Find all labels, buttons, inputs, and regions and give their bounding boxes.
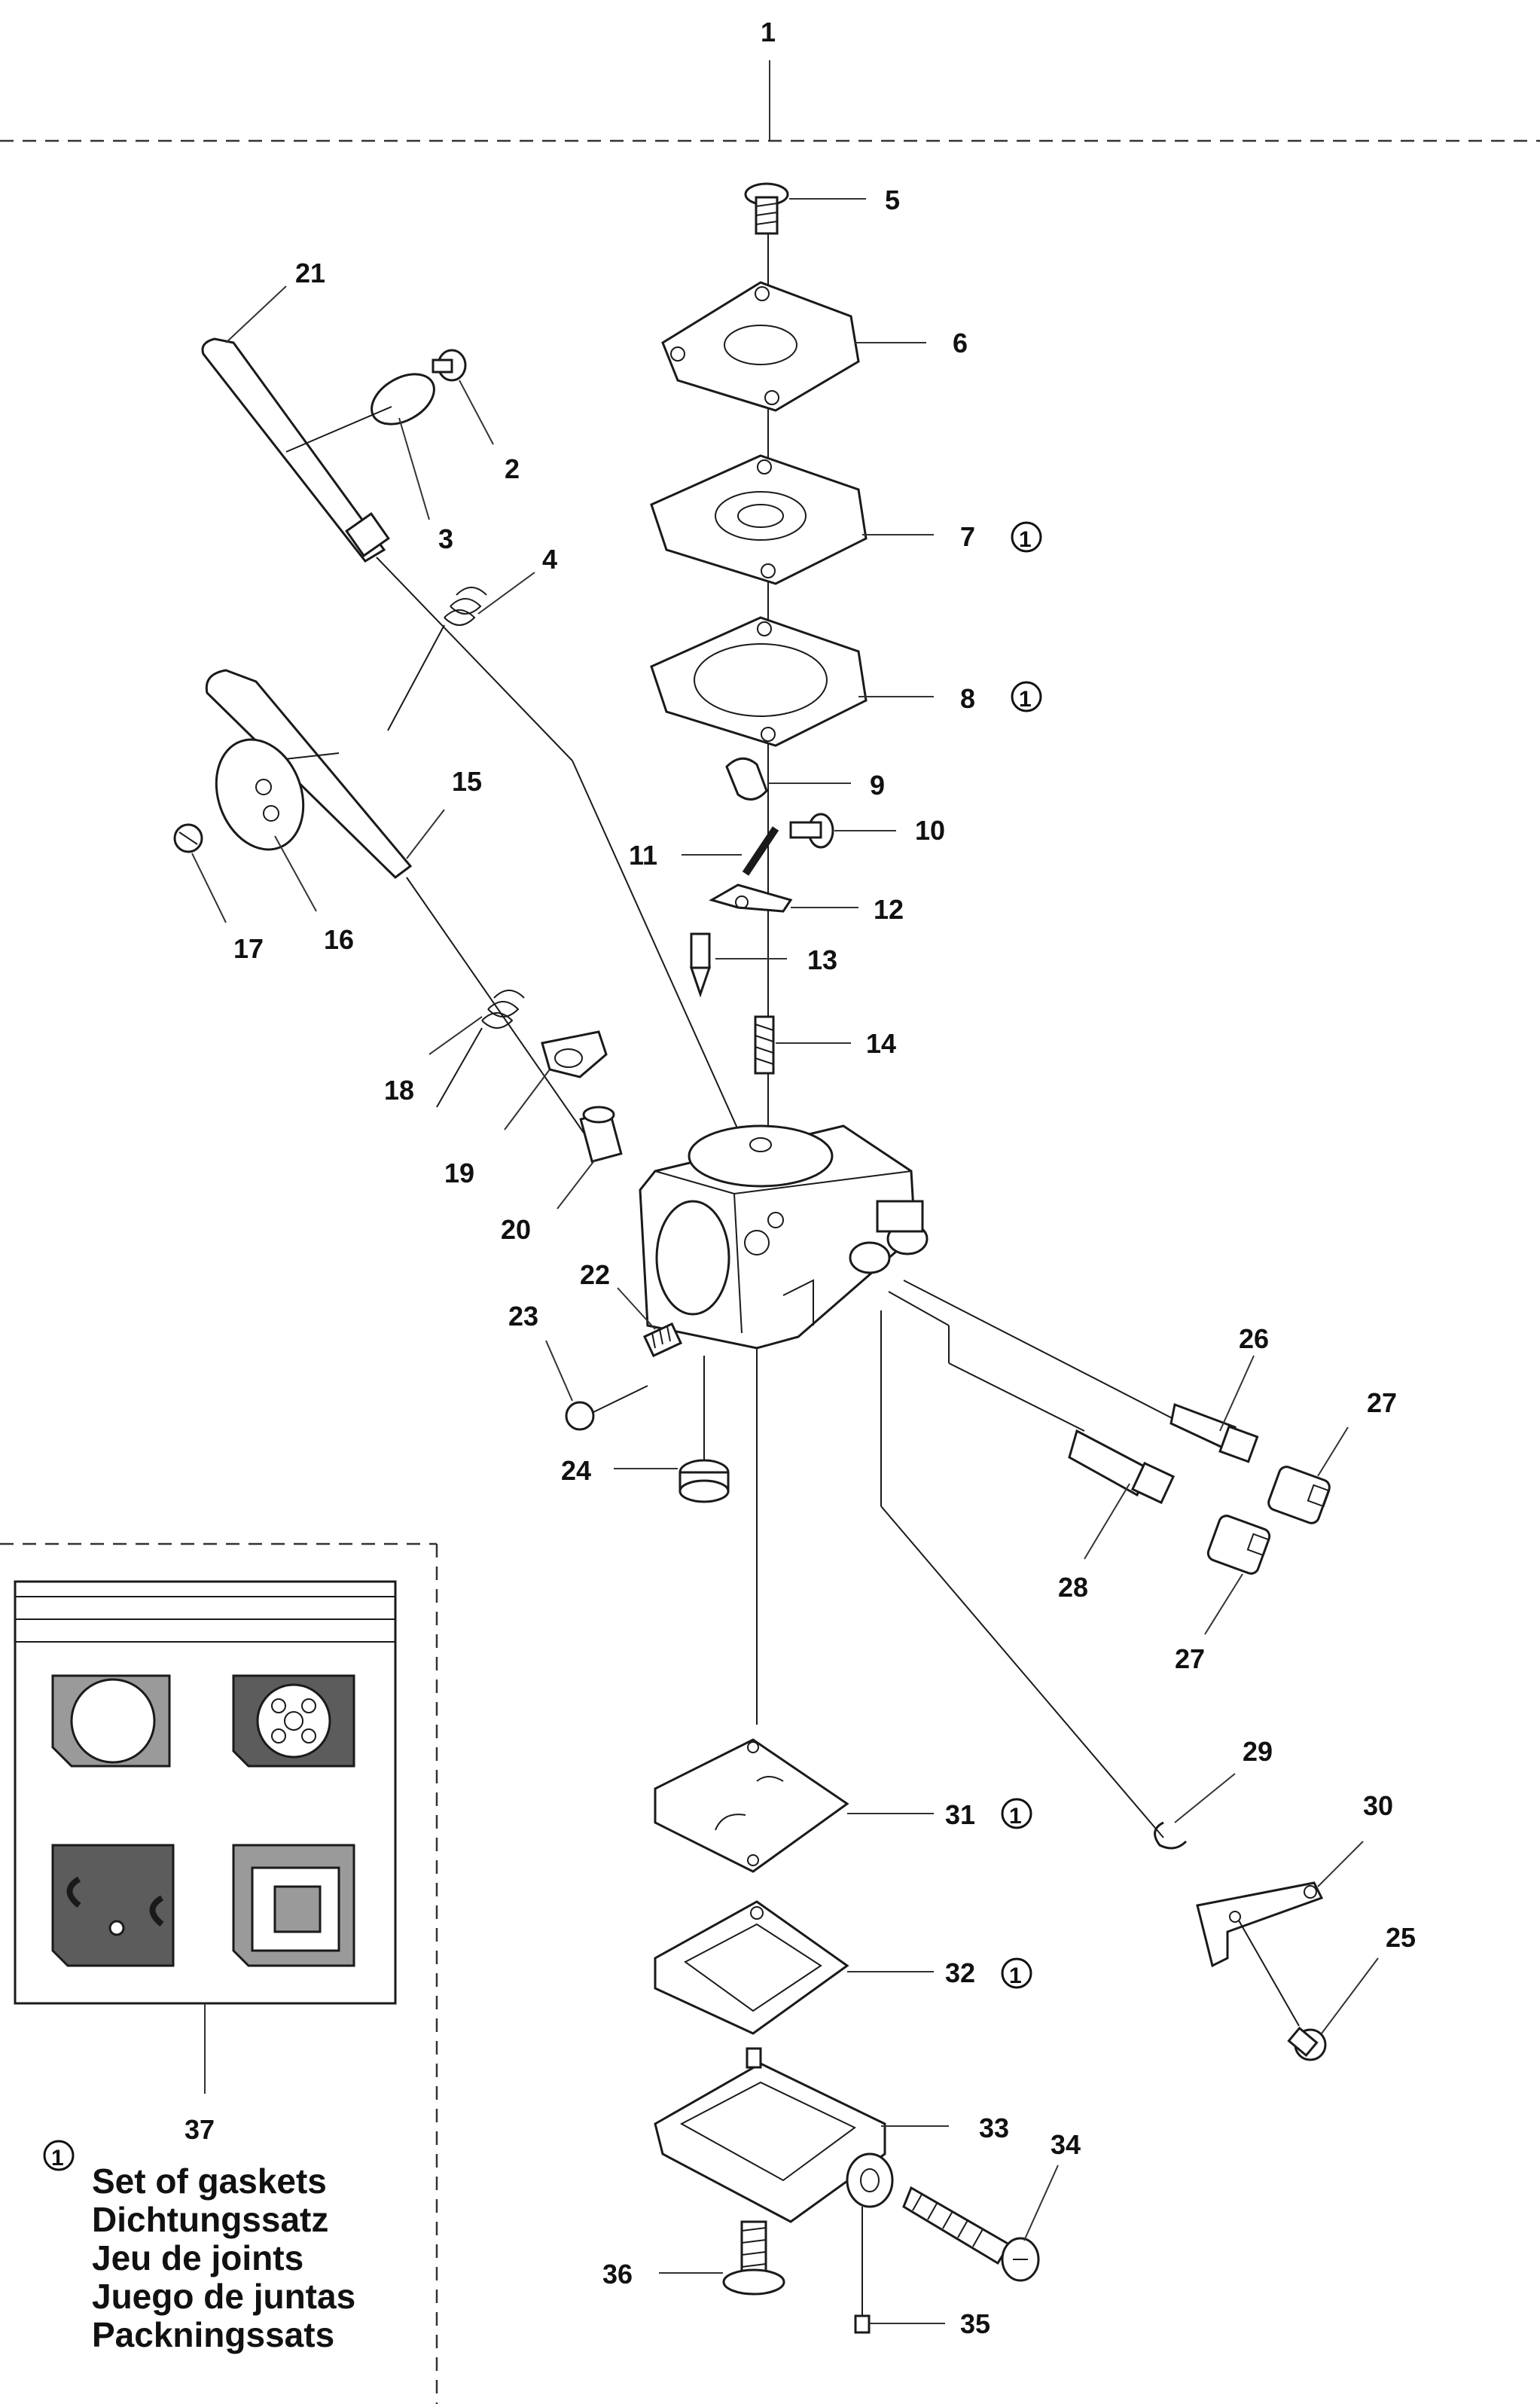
label-36: 36 <box>602 2259 633 2290</box>
part-13-needle <box>689 932 712 998</box>
part-31-diaphragm <box>654 1738 849 1873</box>
legend-line-sv: Packningssats <box>92 2315 334 2354</box>
label-33: 33 <box>979 2113 1009 2143</box>
label-19: 19 <box>444 1158 474 1188</box>
label-17: 17 <box>233 933 264 964</box>
svg-text:1: 1 <box>1009 1963 1022 1988</box>
part-19-washer <box>541 1030 608 1078</box>
part-2-screw <box>432 349 467 382</box>
label-27-upper: 27 <box>1367 1387 1397 1418</box>
part-27-cap-upper <box>1267 1466 1331 1524</box>
part-3-plate <box>285 373 435 453</box>
part-35-pin <box>854 2314 871 2334</box>
label-13: 13 <box>807 944 837 975</box>
label-25: 25 <box>1386 1922 1416 1953</box>
part-10-screw <box>789 813 834 849</box>
svg-text:1: 1 <box>1019 527 1032 552</box>
label-4: 4 <box>542 544 557 575</box>
part-8-gasket <box>650 616 868 747</box>
part-labels: 1 2 3 4 5 6 7 8 9 10 11 12 13 14 15 16 1… <box>184 17 1416 2339</box>
label-23: 23 <box>508 1301 538 1332</box>
legend-line-es: Juego de juntas <box>92 2277 355 2316</box>
part-20-bushing <box>579 1106 623 1164</box>
label-16: 16 <box>324 924 354 955</box>
part-23-ball <box>565 1401 595 1431</box>
part-29-clip <box>1154 1821 1188 1850</box>
kit-markers: 1 1 1 1 1 <box>43 521 1042 2171</box>
kit-marker-8: 1 <box>1011 681 1042 712</box>
part-27-cap-lower <box>1206 1515 1271 1575</box>
part-28-needle <box>1068 1429 1176 1505</box>
gasket-kit-box <box>14 1580 397 2005</box>
kit-marker-legend: 1 <box>43 2140 75 2171</box>
legend-line-en: Set of gaskets <box>92 2161 327 2201</box>
label-18: 18 <box>384 1075 414 1106</box>
label-11: 11 <box>629 840 657 871</box>
label-1: 1 <box>761 17 776 47</box>
carburetor-body <box>639 1124 929 1350</box>
kit-marker-32: 1 <box>1001 1957 1032 1989</box>
label-24: 24 <box>561 1455 591 1486</box>
label-2: 2 <box>505 453 520 484</box>
legend-line-fr: Jeu de joints <box>92 2238 303 2277</box>
part-25-screw <box>1287 2026 1327 2061</box>
label-6: 6 <box>953 328 968 358</box>
label-29: 29 <box>1243 1736 1273 1767</box>
label-37: 37 <box>184 2114 215 2145</box>
part-21-shaft <box>201 337 390 563</box>
label-9: 9 <box>870 770 885 801</box>
part-11-pin <box>742 826 779 876</box>
label-7: 7 <box>960 521 975 552</box>
part-14-spring <box>754 1015 775 1075</box>
part-4-spring <box>387 587 487 731</box>
part-33-cover <box>654 2047 894 2223</box>
legend-line-de: Dichtungssatz <box>92 2200 328 2239</box>
part-16-plate <box>215 738 305 851</box>
label-35: 35 <box>960 2308 990 2339</box>
label-21: 21 <box>295 258 325 288</box>
svg-text:1: 1 <box>51 2146 64 2171</box>
part-32-gasket <box>654 1900 849 2035</box>
label-8: 8 <box>960 683 975 714</box>
gasket-set-legend: Set of gaskets Dichtungssatz Jeu de join… <box>92 2161 355 2354</box>
label-34: 34 <box>1051 2129 1081 2160</box>
label-30: 30 <box>1363 1790 1393 1821</box>
label-12: 12 <box>874 894 904 925</box>
label-10: 10 <box>915 815 945 846</box>
part-5-screw <box>744 182 789 235</box>
part-9-valve <box>725 757 768 801</box>
part-18-spring <box>436 990 525 1108</box>
part-26-needle <box>1169 1402 1259 1463</box>
label-28: 28 <box>1058 1572 1088 1603</box>
part-30-lever <box>1196 1881 1324 1968</box>
part-6-pump-cover <box>661 281 860 412</box>
svg-text:1: 1 <box>1009 1804 1022 1829</box>
label-20: 20 <box>501 1214 531 1245</box>
part-7-pump-diaphragm <box>650 454 868 585</box>
part-24-cap <box>679 1459 730 1503</box>
label-14: 14 <box>866 1028 896 1059</box>
part-22-spring <box>642 1322 683 1358</box>
svg-text:1: 1 <box>1019 687 1032 712</box>
label-31: 31 <box>945 1799 975 1830</box>
kit-marker-7: 1 <box>1011 521 1042 553</box>
label-22: 22 <box>580 1259 610 1290</box>
label-26: 26 <box>1239 1323 1269 1354</box>
label-15: 15 <box>452 766 482 797</box>
kit-marker-31: 1 <box>1001 1798 1032 1829</box>
part-17-screw <box>173 823 203 853</box>
part-36-screw <box>722 2220 785 2296</box>
label-5: 5 <box>885 185 900 215</box>
label-32: 32 <box>945 1957 975 1988</box>
label-27-lower: 27 <box>1175 1643 1205 1674</box>
label-3: 3 <box>438 523 453 554</box>
part-34-screw <box>902 2186 1040 2282</box>
part-12-lever <box>709 883 793 913</box>
